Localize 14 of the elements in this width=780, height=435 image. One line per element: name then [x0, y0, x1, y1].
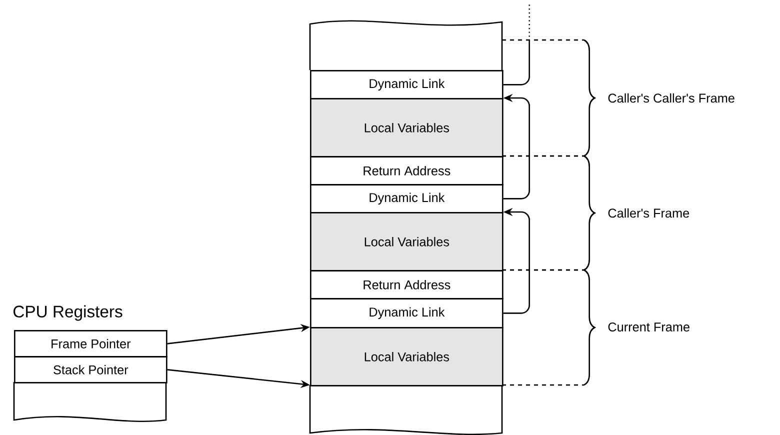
frame-label: Caller's Frame: [608, 208, 690, 218]
stack-slot: [309, 385, 503, 435]
stack-slot: Local Variables: [310, 98, 504, 158]
register-cell: [13, 382, 167, 422]
register-cell: Frame Pointer: [14, 330, 168, 358]
register-heading: CPU Registers: [14, 305, 122, 321]
frame-label: Caller's Caller's Frame: [608, 93, 734, 103]
stack-slot: Local Variables: [310, 212, 504, 272]
frame-label: Current Frame: [608, 322, 690, 332]
stack-slot: [309, 20, 503, 70]
stack-slot: Local Variables: [310, 327, 504, 386]
register-cell: Stack Pointer: [14, 356, 168, 384]
stack-slot: Return Address: [310, 270, 504, 300]
stack-slot: Return Address: [310, 156, 504, 186]
